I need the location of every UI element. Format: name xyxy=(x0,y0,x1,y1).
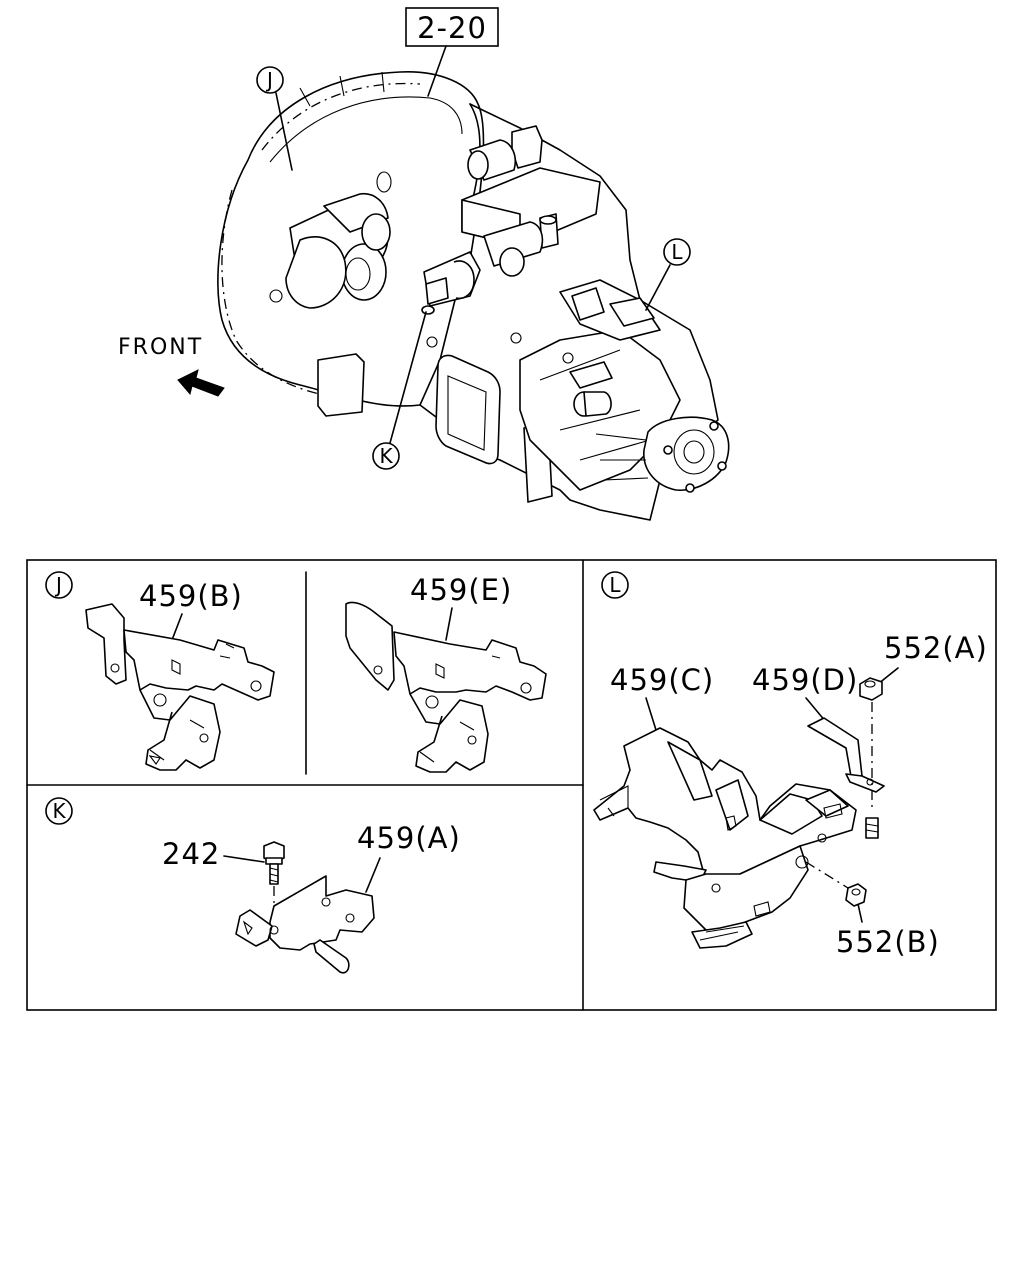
panel-k-marker-label: K xyxy=(52,799,66,823)
part-552b-leader xyxy=(857,903,863,923)
part-459c-leader xyxy=(645,697,657,731)
part-552a-nut xyxy=(859,677,883,701)
part-label-459e[interactable]: 459(E) xyxy=(410,573,512,607)
part-label-459b[interactable]: 459(B) xyxy=(139,579,243,613)
main-ref-box[interactable]: 2-20 xyxy=(405,7,499,47)
part-552b-dashline xyxy=(805,861,849,889)
part-459e-bracket xyxy=(345,601,547,773)
main-ref-leader xyxy=(427,45,447,97)
part-242-leader xyxy=(223,855,265,863)
part-459d-bracket xyxy=(807,717,885,793)
part-552b-nut xyxy=(845,883,867,907)
part-552a-stud xyxy=(865,817,879,839)
view-marker-j-leader xyxy=(275,92,293,171)
view-marker-k[interactable]: K xyxy=(372,442,400,470)
part-label-242[interactable]: 242 xyxy=(162,837,220,871)
part-label-552b[interactable]: 552(B) xyxy=(836,925,940,959)
panel-j-marker-label: J xyxy=(54,573,62,597)
part-459c-bracket xyxy=(593,727,857,949)
part-label-459a[interactable]: 459(A) xyxy=(357,821,461,855)
detail-panels-frame xyxy=(26,559,997,1011)
view-marker-j-label: J xyxy=(265,68,273,92)
view-marker-l-label: L xyxy=(671,240,683,264)
panel-l-marker[interactable]: L xyxy=(601,571,629,599)
panel-j-marker[interactable]: J xyxy=(45,571,73,599)
part-459e-leader xyxy=(445,607,453,641)
panel-l-marker-label: L xyxy=(609,573,621,597)
part-label-459d[interactable]: 459(D) xyxy=(752,663,858,697)
view-marker-j[interactable]: J xyxy=(256,66,284,94)
part-label-459c[interactable]: 459(C) xyxy=(610,663,714,697)
part-242-bolt xyxy=(263,841,285,885)
main-ref-label: 2-20 xyxy=(417,11,487,45)
front-arrow-icon xyxy=(177,369,225,397)
transmission-assembly xyxy=(217,71,730,521)
view-marker-k-label: K xyxy=(379,444,393,468)
part-label-552a[interactable]: 552(A) xyxy=(884,631,988,665)
part-459b-leader xyxy=(171,613,183,641)
part-459a-bracket xyxy=(235,875,375,974)
panel-k: K 242 459(A) xyxy=(45,797,461,974)
panel-k-marker[interactable]: K xyxy=(45,797,73,825)
view-marker-l-leader xyxy=(645,264,671,311)
panel-l: L 459(C) 459(D) 552(A) 552(B) xyxy=(593,571,988,959)
part-459b-bracket xyxy=(85,603,275,771)
view-marker-k-leader xyxy=(389,311,427,444)
panel-j: J 459(B) 459(E) xyxy=(45,571,547,773)
view-marker-l[interactable]: L xyxy=(663,238,691,266)
front-label: FRONT xyxy=(118,335,203,360)
part-459a-leader xyxy=(365,857,381,893)
